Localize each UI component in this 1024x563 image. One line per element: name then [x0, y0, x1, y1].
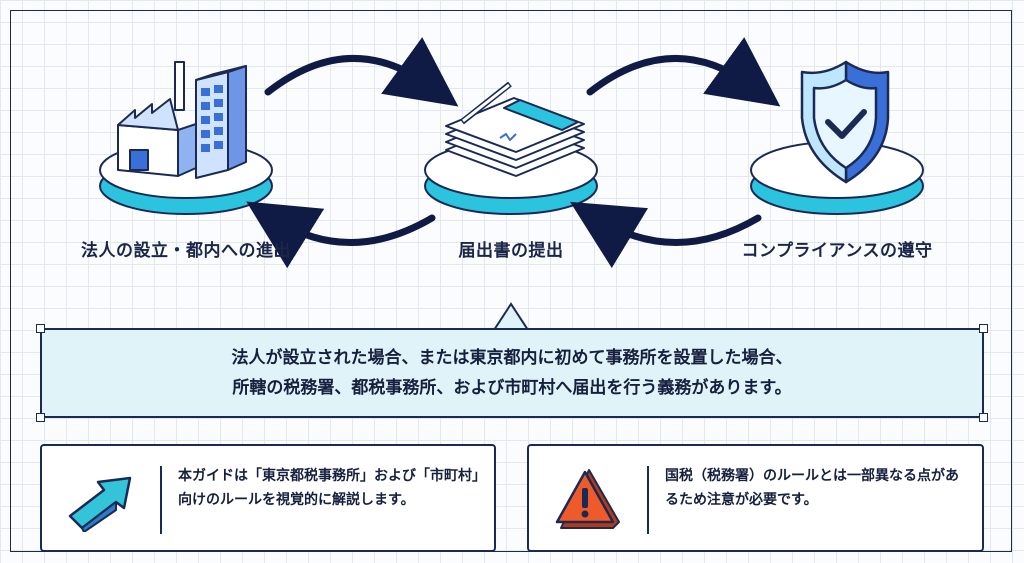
callout-handle-bottom-right	[979, 413, 988, 422]
callout-box: 法人が設立された場合、または東京都内に初めて事務所を設置した場合、 所轄の税務署…	[40, 328, 984, 418]
process-flow-diagram	[99, 37, 924, 330]
card-text-warning: 国税（税務署）のルールとは一部異なる点があるため注意が必要です。	[665, 468, 959, 508]
step-label-3: コンプライアンスの遵守	[741, 241, 933, 261]
callout-line-1: 法人が設立された場合、または東京都内に初めて事務所を設置した場合、	[231, 348, 793, 368]
arrow-icon	[68, 476, 132, 532]
arrow-step2-to-step1	[246, 201, 436, 269]
step-label-2: 届出書の提出	[458, 241, 564, 261]
info-card-warning: 国税（税務署）のルールとは一部異なる点があるため注意が必要です。	[527, 444, 984, 552]
documents-pen-icon	[445, 81, 585, 177]
card-divider	[160, 466, 162, 534]
callout-handle-top-left	[36, 324, 45, 333]
arrow-step2-to-step3	[586, 37, 781, 107]
factory-office-icon	[117, 61, 247, 179]
callout-handle-bottom-left	[36, 413, 45, 422]
step-label-1: 法人の設立・都内への進出	[81, 241, 291, 261]
arrow-step1-to-step2	[264, 37, 459, 107]
callout-pointer	[492, 302, 530, 330]
callout-handle-top-right	[979, 324, 988, 333]
arrow-step3-to-step2	[570, 201, 762, 269]
card-text-guide: 本ガイドは「東京都税事務所」および「市町村」向けのルールを視覚的に解説します。	[178, 468, 479, 508]
shield-check-icon	[800, 60, 890, 184]
info-card-guide: 本ガイドは「東京都税事務所」および「市町村」向けのルールを視覚的に解説します。	[40, 444, 496, 552]
outer-frame	[10, 10, 1012, 552]
warning-icon	[555, 469, 620, 529]
card-divider	[647, 466, 649, 534]
callout-line-2: 所轄の税務署、都税事務所、および市町村へ届出を行う義務があります。	[232, 378, 792, 398]
